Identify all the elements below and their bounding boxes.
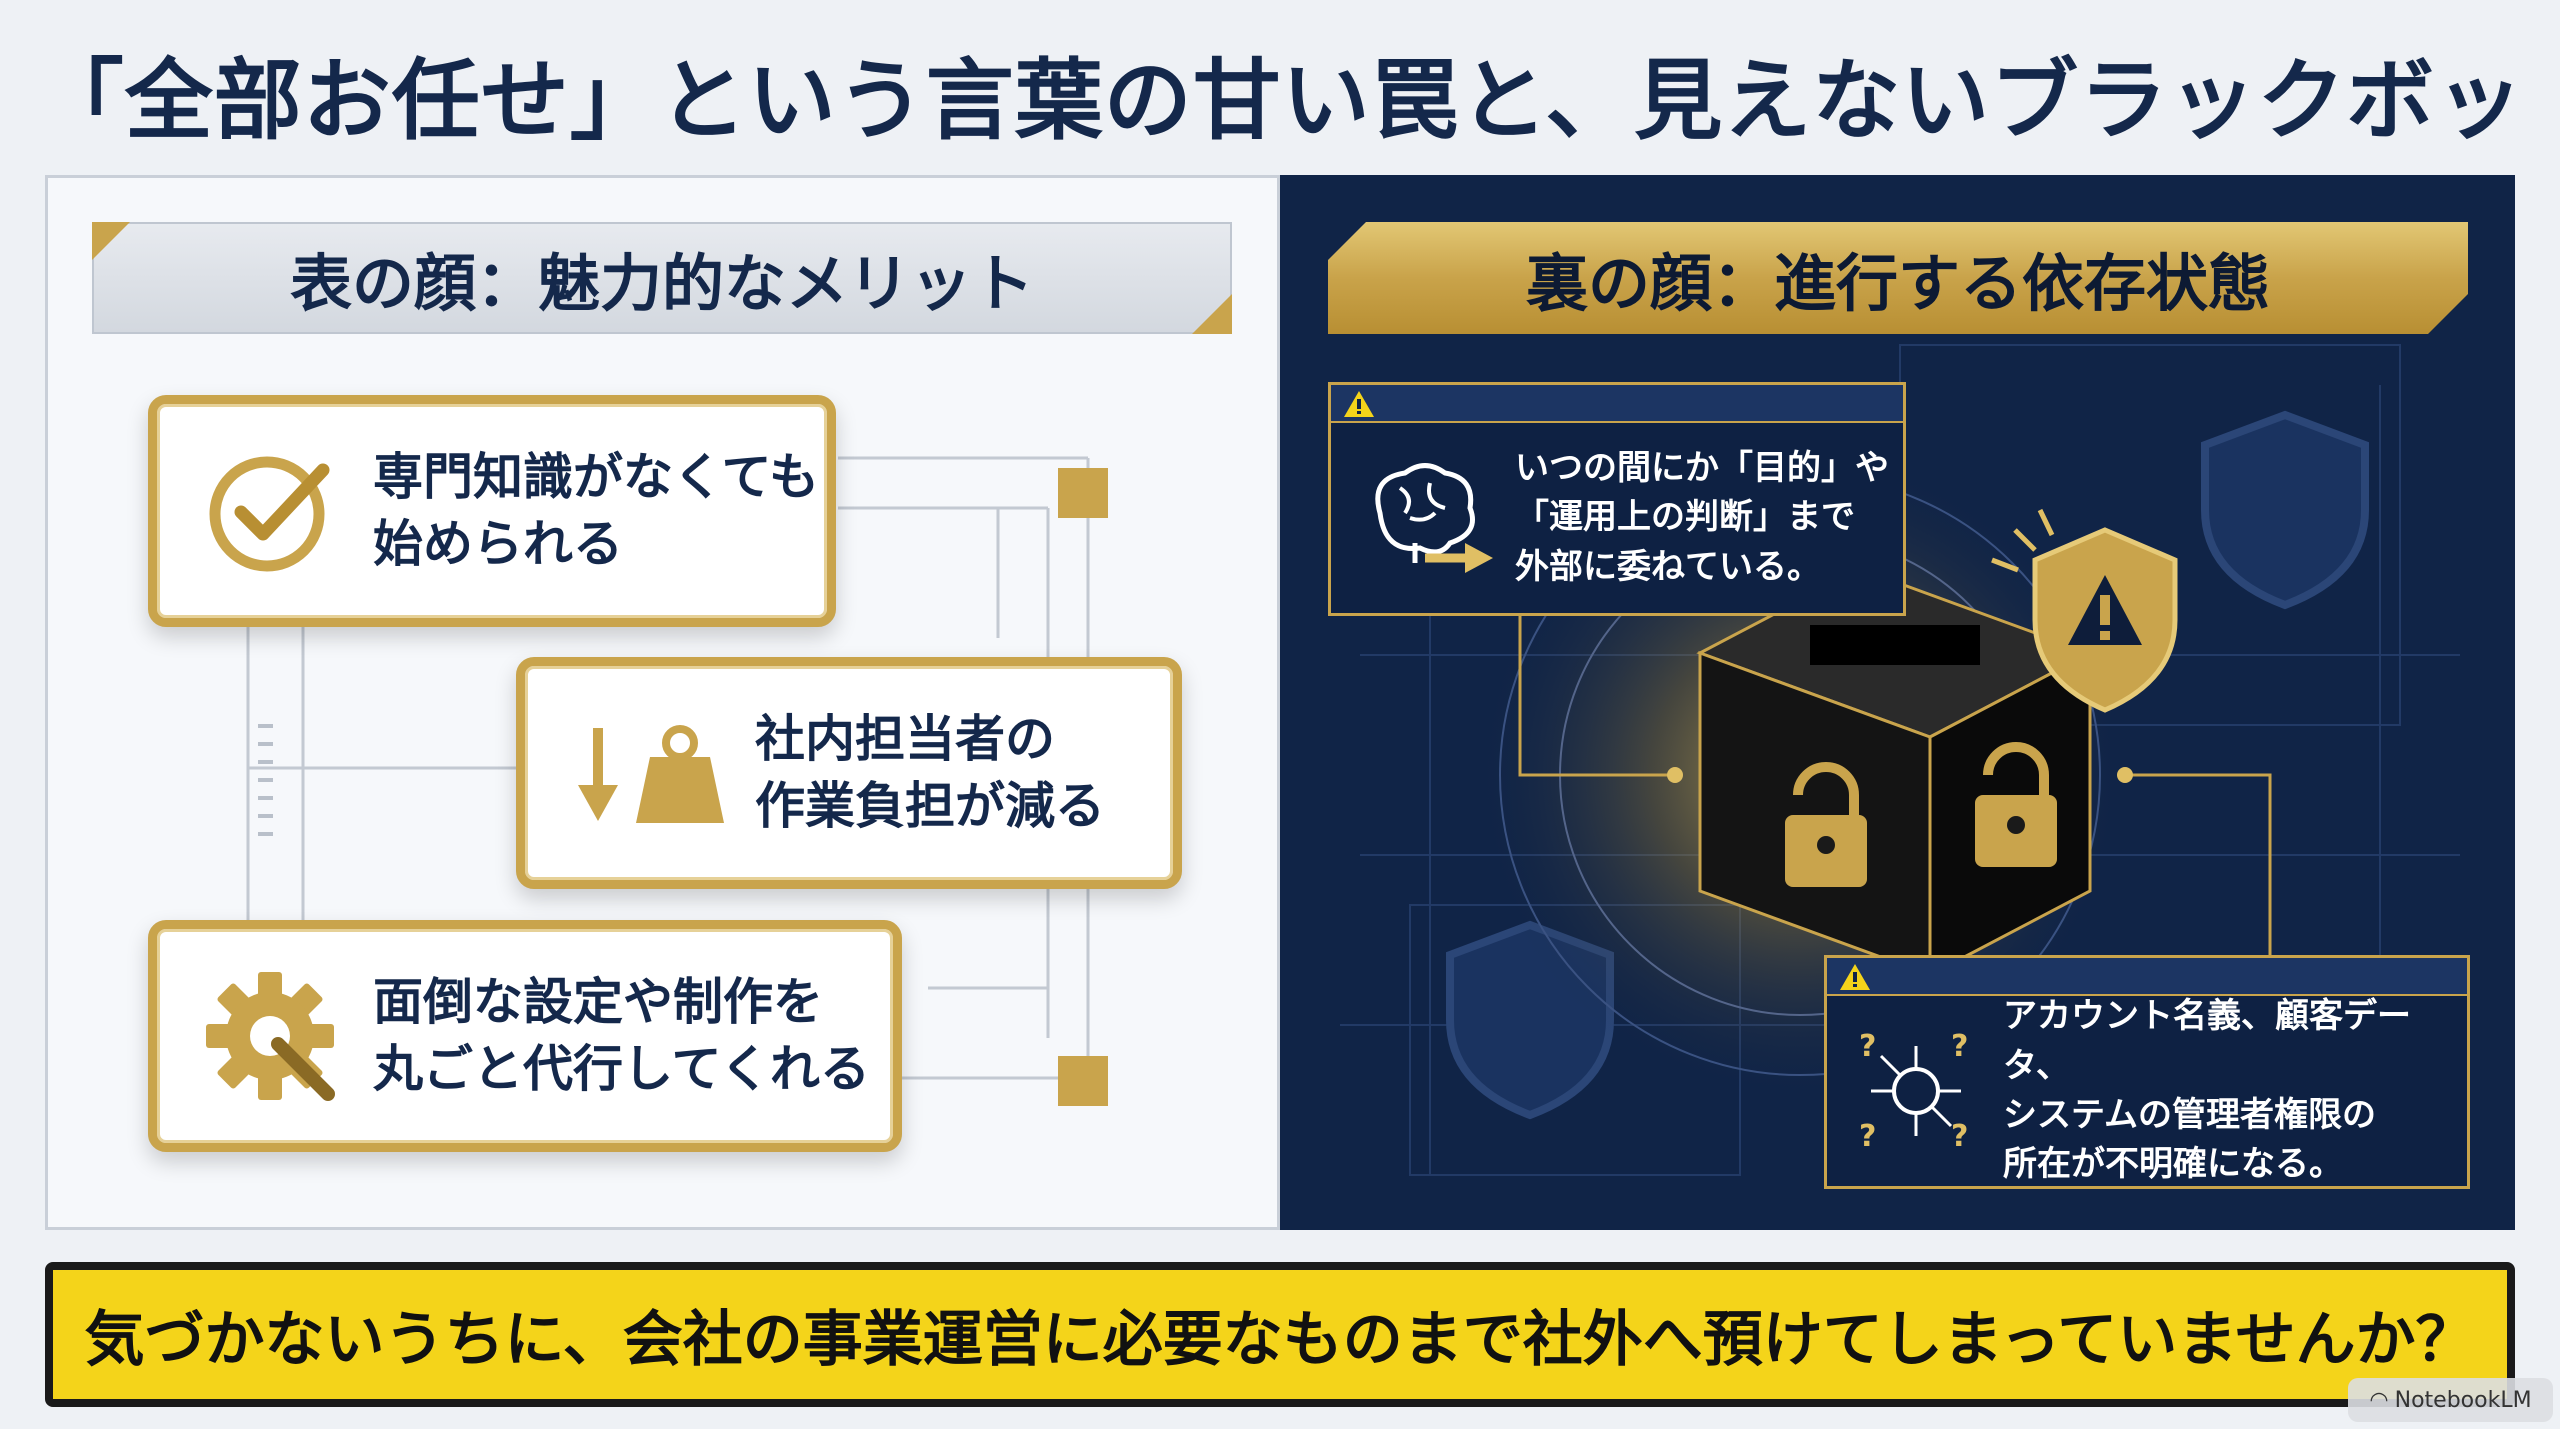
card-line: 丸ごと代行してくれる [373,1040,870,1098]
card-line: 始められる [373,515,623,573]
dependency-callout-2: ?? ?? アカウント名義、顧客データ、 システムの管理者権限の 所在が不明確に… [1824,955,2470,1189]
svg-text:?: ? [1859,1029,1876,1064]
callout-line: 外部に委ねている。 [1515,546,1821,587]
dependency-callout-1: いつの間にか「目的」や 「運用上の判断」まで 外部に委ねている。 [1328,382,1906,616]
bottom-question-banner: 気づかないうちに、会社の事業運営に必要なものまで社外へ預けてしまっていませんか？ [45,1262,2515,1407]
notebooklm-badge: ◠ NotebookLM [2348,1378,2553,1422]
corner-accent [1328,222,1366,260]
corner-accent [1192,294,1232,334]
weight-down-icon [563,688,733,858]
callout-line: 「運用上の判断」まで [1515,497,1855,538]
merit-card-2: 社内担当者の 作業負担が減る [516,657,1182,889]
callout-line: 所在が不明確になる。 [2003,1144,2343,1185]
card-line: 作業負担が減る [755,777,1105,835]
corner-accent [92,222,130,260]
warning-triangle-icon [1840,964,1870,990]
badge-label: NotebookLM [2394,1387,2532,1413]
gear-wrench-icon [185,951,355,1121]
merit-card-3: 面倒な設定や制作を 丸ごと代行してくれる [148,920,902,1152]
warning-triangle-icon [1344,391,1374,417]
svg-text:?: ? [1951,1029,1968,1064]
left-heading-banner: 表の顔：魅力的なメリット [92,222,1232,334]
notebooklm-logo-icon: ◠ [2369,1387,2389,1413]
callout-line: システムの管理者権限の [2003,1095,2376,1135]
left-heading: 表の顔：魅力的なメリット [289,247,1034,320]
card-line: 面倒な設定や制作を [373,972,823,1031]
checkmark-circle-icon [185,426,355,596]
svg-text:?: ? [1951,1119,1968,1154]
callout-header [1331,385,1903,423]
callout-line: いつの間にか「目的」や [1515,448,1889,489]
svg-text:?: ? [1859,1119,1876,1154]
corner-accent [2428,294,2468,334]
brain-arrow-icon [1345,458,1505,578]
circuit-lines [246,456,1108,1106]
right-heading-banner: 裏の顔：進行する依存状態 [1328,222,2468,334]
card-line: 専門知識がなくても [373,447,819,506]
bottom-question: 気づかないうちに、会社の事業運営に必要なものまで社外へ預けてしまっていませんか？ [84,1305,2476,1375]
callout-header [1827,958,2467,996]
callout-line: アカウント名義、顧客データ、 [2003,996,2411,1086]
merit-card-1: 専門知識がなくても 始められる [148,395,836,627]
question-network-icon: ?? ?? [1841,1026,1991,1156]
card-line: 社内担当者の [755,709,1055,768]
right-heading: 裏の顔：進行する依存状態 [1525,247,2270,320]
